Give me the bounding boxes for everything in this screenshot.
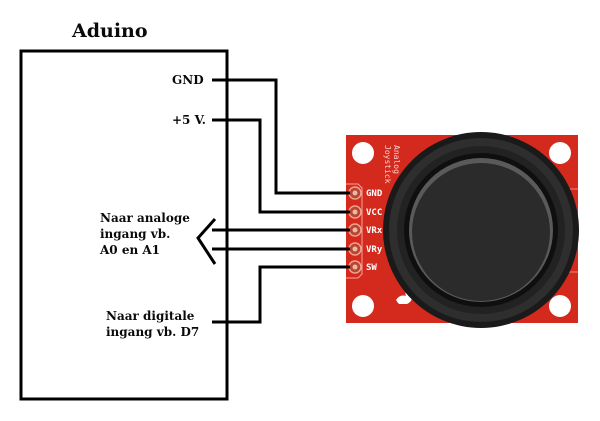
label-analog: Naar analoge ingang vb. A0 en A1	[100, 210, 190, 258]
wire-gnd	[212, 78, 350, 195]
pin-label-vrx: VRx	[366, 226, 383, 236]
joystick-knob	[383, 132, 579, 328]
analog-bracket	[196, 217, 217, 265]
pin-label-vry: VRy	[366, 245, 383, 255]
arduino-box	[19, 49, 229, 401]
mounting-hole	[549, 295, 571, 317]
label-digital-line1: Naar digitale	[106, 309, 195, 323]
pin-label-gnd: GND	[366, 189, 383, 199]
label-digital-line2: ingang vb. D7	[106, 325, 200, 339]
mounting-hole	[352, 142, 374, 164]
silkscreen-joystick: Joystick	[383, 145, 392, 184]
pin-label-sw: SW	[366, 263, 377, 273]
label-analog-line1: Naar analoge	[100, 211, 190, 225]
wire-vcc	[212, 118, 350, 214]
label-analog-line2: ingang vb.	[100, 227, 171, 241]
label-vcc: +5 V.	[172, 113, 206, 127]
label-analog-line3: A0 en A1	[100, 243, 161, 257]
mounting-hole	[549, 142, 571, 164]
label-digital: Naar digitale ingang vb. D7	[106, 308, 199, 340]
silkscreen-analog: Analog	[392, 145, 401, 174]
pin-label-vcc: VCC	[366, 208, 382, 218]
arduino-title: Aduino	[72, 20, 148, 42]
wire-sw	[212, 265, 350, 324]
label-gnd: GND	[172, 73, 204, 87]
mounting-hole	[352, 295, 374, 317]
